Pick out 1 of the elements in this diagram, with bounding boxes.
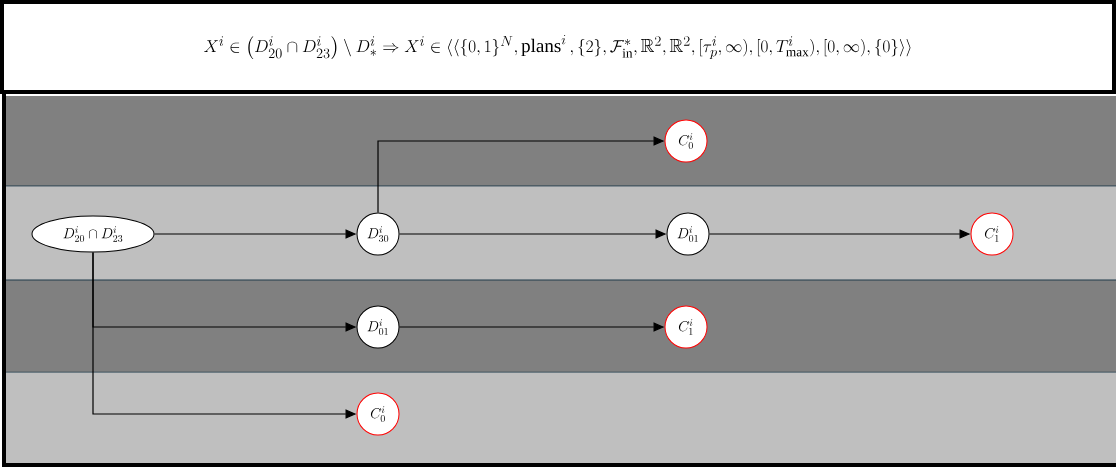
title-formula: $X^i \in \left(D^i_{20} \cap D^i_{23}\right) \setminus D^i_{*} \Rightarrow X^i \in \langle\langle \{0,1\}^N, \mathrm{plans}^i\,, \{2\}, \mathcal{F}^{*}_{\mathrm{in}}, \mathbb{R}^2, \mathbb{R}^2, [\tau^i_p, \infty), [0, T^i_{\max}), [0, \infty), \{0\}\rangle\rangle$ [204,34,911,60]
